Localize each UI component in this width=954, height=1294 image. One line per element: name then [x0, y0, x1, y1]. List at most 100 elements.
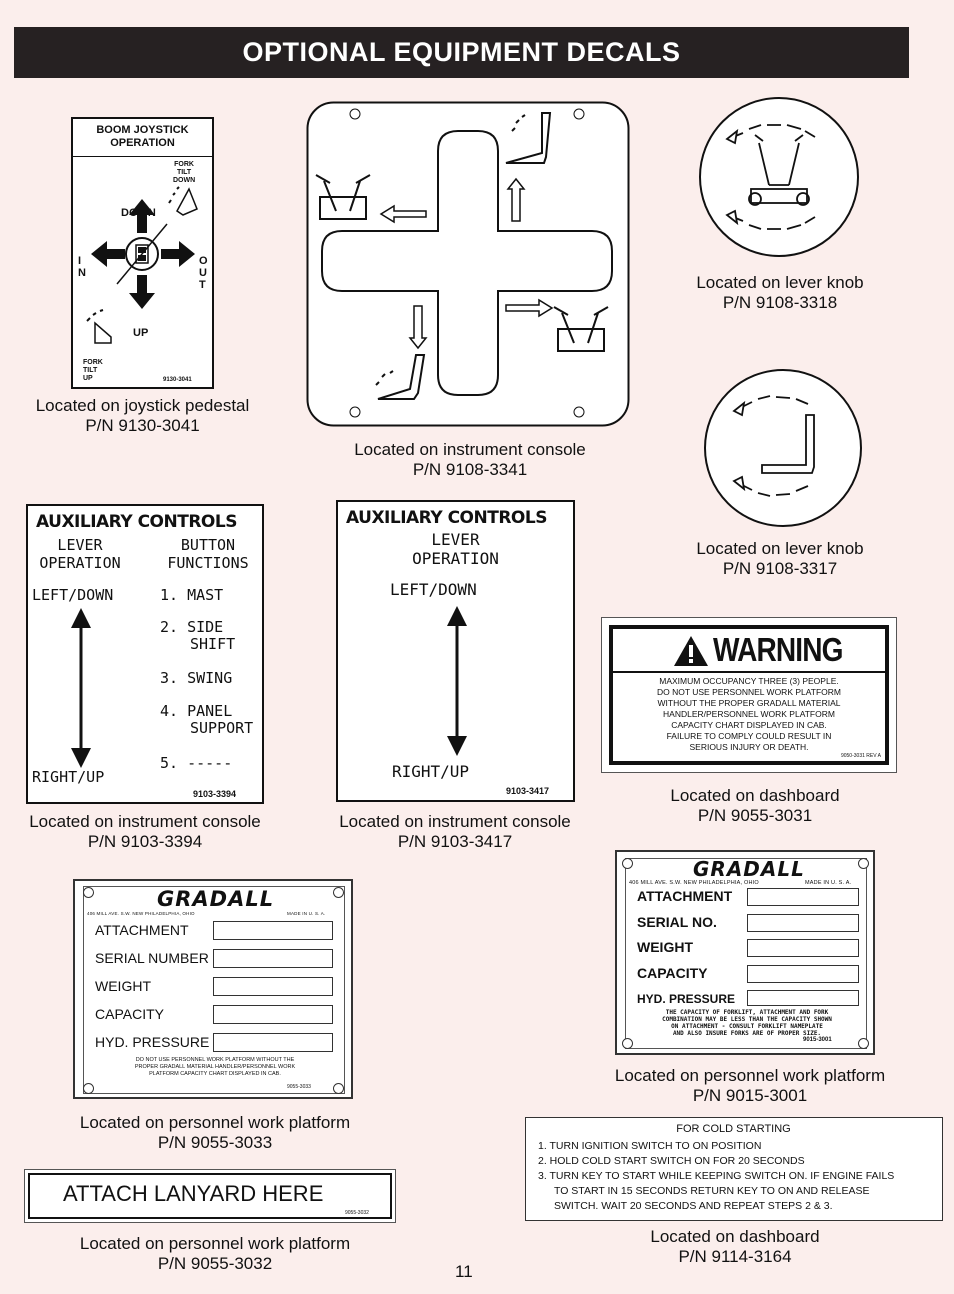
plate-left-note-1: DO NOT USE PERSONNEL WORK PLATFORM WITHO… [135, 1057, 295, 1063]
plate-right-made-in: MADE IN U. S. A. [805, 880, 852, 886]
in-letter-1: I [78, 255, 82, 267]
knob2-caption-line1: Located on lever knob [696, 539, 864, 558]
in-letter-2: N [78, 267, 86, 279]
plate-left-box-2 [213, 949, 333, 968]
cold-start-heading: FOR COLD STARTING [676, 1123, 791, 1135]
nameplate-decal-right: GRADALL 406 MILL AVE. S.W. NEW PHILADELP… [615, 850, 875, 1055]
knob2-caption: Located on lever knob P/N 9108-3317 [665, 539, 895, 579]
fork-down-icon [168, 186, 198, 216]
knob1-caption-line1: Located on lever knob [696, 273, 864, 292]
plate-left-field-3: WEIGHT [95, 978, 151, 994]
aux-controls-decal-1: AUXILIARY CONTROLS LEVER OPERATION BUTTO… [26, 504, 264, 804]
plate-right-box-1 [747, 888, 859, 906]
fork-tilt-up-l1: FORK [83, 359, 103, 366]
warning-decal: WARNING MAXIMUM OCCUPANCY THREE (3) PEOP… [601, 617, 897, 773]
cold-start-caption-line1: Located on dashboard [650, 1227, 820, 1246]
out-letter-2: U [199, 267, 207, 279]
joystick-decal: BOOM JOYSTICK OPERATION FORK TILT DOWN D… [71, 117, 214, 389]
aux1-func-4b: SUPPORT [190, 719, 254, 737]
console-caption: Located on instrument console P/N 9108-3… [330, 440, 610, 480]
warning-text-3: WITHOUT THE PROPER GRADALL MATERIAL [657, 698, 841, 708]
plate-right-box-3 [747, 939, 859, 957]
plate-left-caption-line2: P/N 9055-3033 [157, 1133, 273, 1152]
aux2-right-up: RIGHT/UP [392, 762, 470, 781]
aux1-part-number: 9103-3394 [193, 789, 237, 799]
aux2-caption-line1: Located on instrument console [339, 812, 571, 831]
plate-right-note-1: THE CAPACITY OF FORKLIFT, ATTACHMENT AND… [665, 1009, 829, 1016]
out-letter-1: O [199, 255, 208, 267]
plate-right-field-5: HYD. PRESSURE [637, 992, 736, 1006]
knob1-caption-line2: P/N 9108-3318 [722, 293, 838, 312]
console-caption-line1: Located on instrument console [354, 440, 586, 459]
aux2-caption: Located on instrument console P/N 9103-3… [330, 812, 580, 852]
vehicle-front-icon [315, 174, 609, 352]
joystick-caption-line1: Located on joystick pedestal [35, 396, 250, 415]
joystick-decal-header: BOOM JOYSTICK OPERATION [73, 119, 212, 157]
warning-text-5: CAPACITY CHART DISPLAYED IN CAB. [671, 720, 827, 730]
nameplate-decal-left: GRADALL 406 MILL AVE. S.W. NEW PHILADELP… [73, 879, 353, 1099]
aux2-title: AUXILIARY CONTROLS [346, 508, 547, 528]
plate-left-box-1 [213, 921, 333, 940]
cold-start-line-3: 3. TURN KEY TO START WHILE KEEPING SWITC… [538, 1170, 895, 1182]
plate-right-caption: Located on personnel work platform P/N 9… [605, 1066, 895, 1106]
aux1-col2-line1: BUTTON [180, 536, 236, 554]
cold-start-line-4: TO START IN 15 SECONDS RETURN KEY TO ON … [554, 1185, 870, 1197]
aux2-left-down: LEFT/DOWN [390, 580, 477, 599]
warning-caption-line1: Located on dashboard [670, 786, 840, 805]
plate-left-part-number: 9055-3033 [287, 1084, 311, 1090]
plate-left-caption-line1: Located on personnel work platform [79, 1113, 351, 1132]
console-caption-line2: P/N 9108-3341 [412, 460, 528, 479]
lanyard-caption-line2: P/N 9055-3032 [157, 1254, 273, 1273]
plate-left-field-5: HYD. PRESSURE [95, 1034, 210, 1050]
cold-start-caption: Located on dashboard P/N 9114-3164 [620, 1227, 850, 1267]
aux2-caption-line2: P/N 9103-3417 [397, 832, 513, 851]
plate-left-address: 406 MILL AVE. S.W. NEW PHILADELPHIA, OHI… [87, 911, 195, 916]
aux1-double-arrow-icon [71, 608, 91, 768]
aux1-func-5: 5. ----- [160, 754, 233, 772]
console-arrows-icon [379, 177, 554, 350]
gradall-logo-left: GRADALL [157, 887, 275, 911]
up-label: UP [133, 327, 149, 339]
console-cross-decal [306, 101, 630, 427]
knob1-caption: Located on lever knob P/N 9108-3318 [665, 273, 895, 313]
warning-caption: Located on dashboard P/N 9055-3031 [640, 786, 870, 826]
fork-tilt-down-l1: FORK [174, 161, 194, 168]
page-number: 11 [455, 1262, 473, 1281]
warning-caption-line2: P/N 9055-3031 [697, 806, 813, 825]
aux1-left-down: LEFT/DOWN [32, 586, 114, 604]
plate-left-caption: Located on personnel work platform P/N 9… [70, 1113, 360, 1153]
lanyard-text: ATTACH LANYARD HERE [63, 1181, 324, 1206]
fork-tilt-down-l3: DOWN [173, 177, 196, 184]
aux1-func-2b: SHIFT [190, 635, 236, 653]
lanyard-caption: Located on personnel work platform P/N 9… [70, 1234, 360, 1274]
plate-right-box-4 [747, 965, 859, 983]
fork-tilt-down-l2: TILT [176, 169, 192, 176]
aux1-caption-line2: P/N 9103-3394 [87, 832, 203, 851]
plate-left-field-2: SERIAL NUMBER [95, 950, 209, 966]
plate-left-field-1: ATTACHMENT [95, 922, 189, 938]
knob2-caption-line2: P/N 9108-3317 [722, 559, 838, 578]
aux1-func-2: 2. SIDE [160, 618, 224, 636]
aux1-func-1: 1. MAST [160, 586, 224, 604]
warning-text-6: FAILURE TO COMPLY COULD RESULT IN [666, 731, 832, 741]
aux2-line2: OPERATION [412, 549, 499, 568]
plate-right-note-3: ON ATTACHMENT - CONSULT FORKLIFT NAMEPLA… [671, 1023, 823, 1030]
plate-left-field-4: CAPACITY [95, 1006, 164, 1022]
aux1-col1-line2: OPERATION [39, 554, 121, 572]
lanyard-part-number: 9055-3032 [345, 1210, 369, 1216]
direction-arrows-icon [91, 199, 195, 309]
aux1-col1-line1: LEVER [57, 536, 103, 554]
cold-start-line-2: 2. HOLD COLD START SWITCH ON FOR 20 SECO… [538, 1155, 805, 1167]
warning-part-number: 9050-3031 REV A [840, 753, 881, 759]
fork-up-icon [86, 309, 112, 344]
aux1-caption-line1: Located on instrument console [29, 812, 261, 831]
fork-tilt-up-l2: TILT [83, 367, 98, 374]
aux2-line1: LEVER [431, 530, 480, 549]
knob-decal-2 [704, 369, 862, 527]
plate-right-address: 406 MILL AVE. S.W. NEW PHILADELPHIA, OHI… [629, 880, 759, 886]
joystick-title-line1: BOOM JOYSTICK [96, 124, 189, 136]
aux1-caption: Located on instrument console P/N 9103-3… [20, 812, 270, 852]
joystick-part-number: 9130-3041 [163, 377, 192, 383]
fork-tilt-icon [375, 112, 552, 400]
aux-controls-decal-2: AUXILIARY CONTROLS LEVER OPERATION LEFT/… [336, 500, 575, 802]
